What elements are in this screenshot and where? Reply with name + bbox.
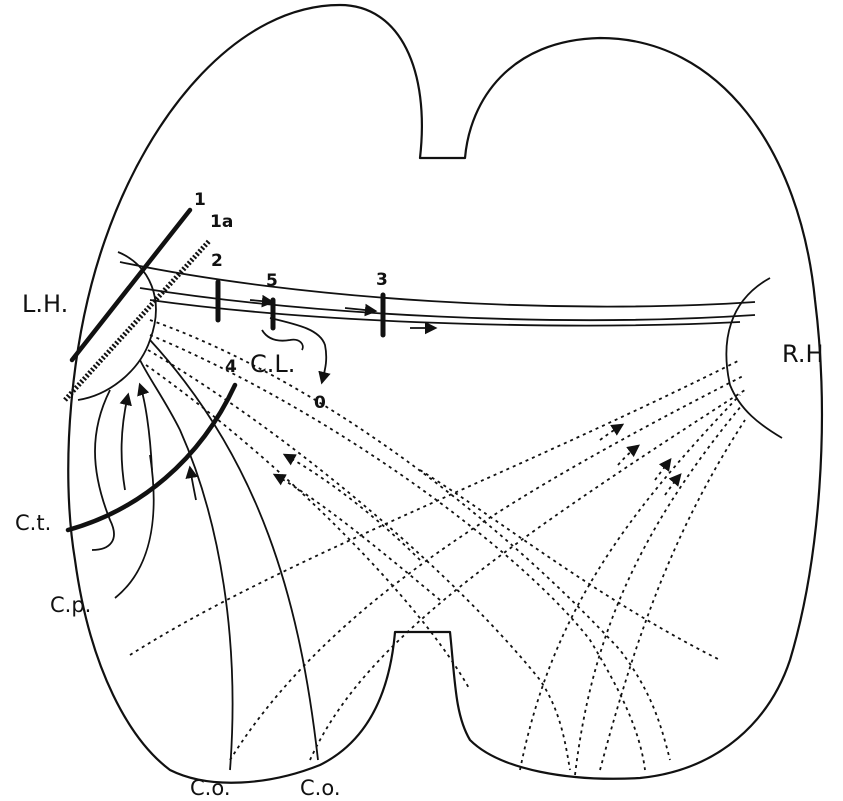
cp-fiber-up [137,382,153,471]
dotted-fiber-11 [574,404,743,776]
cut-4-arc [65,382,238,533]
dotted-fiber-9 [309,389,746,761]
dotted-fiber-10 [519,394,741,771]
label-ct: C.t. [15,511,51,535]
dotted-fiber-8 [229,374,746,761]
label-cut-1a: 1a [210,212,233,232]
commissure-arrow-2 [344,303,378,317]
dotted-fiber-4 [145,364,471,691]
cl-branch [269,317,331,385]
label-cut-5: 5 [266,271,278,291]
dotted-fiber-6 [272,473,441,601]
dotted-fiber-12 [599,419,746,771]
co-fiber-right [149,339,319,761]
cl-brace [261,329,304,351]
dotted-arrow-r1 [599,423,625,441]
label-cut-3: 3 [376,270,388,290]
commissure-fiber-lower [139,287,756,321]
commissure-arrow-1 [249,294,275,308]
dotted-fiber-5 [282,453,421,561]
dotted-arrow-r3 [654,457,672,481]
dotted-arrow-r2 [617,444,641,466]
label-zero: 0 [314,393,326,413]
dotted-fiber-1 [149,319,671,761]
label-cl: C.L. [250,350,295,378]
dotted-arrow-r4 [664,473,682,496]
cut-1-line [69,207,193,363]
brain-outline [67,3,823,784]
co-fiber-left [139,359,234,771]
ct-fiber-1 [91,389,115,551]
co-fiber-left-arrow [185,465,198,501]
label-cut-2: 2 [211,251,223,271]
label-lh: L.H. [22,290,68,318]
dotted-fiber-13 [419,469,721,661]
ct-fiber-2 [119,392,132,491]
dotted-fiber-7 [129,359,741,656]
cp-fiber [114,454,155,599]
label-co-left: C.o. [190,776,231,800]
left-hemisphere-lobe [77,251,157,401]
label-cut-4: 4 [225,357,237,377]
label-cp: C.p. [50,593,91,617]
label-cut-1: 1 [194,190,206,210]
commissure-fiber-upper [119,261,756,308]
label-rh: R.H [782,340,824,368]
right-hemisphere-lobe [725,277,783,439]
commissure-fiber-third [149,299,741,327]
dotted-fiber-3 [147,349,571,771]
dotted-fiber-2 [149,334,646,771]
label-co-right: C.o. [300,776,341,800]
